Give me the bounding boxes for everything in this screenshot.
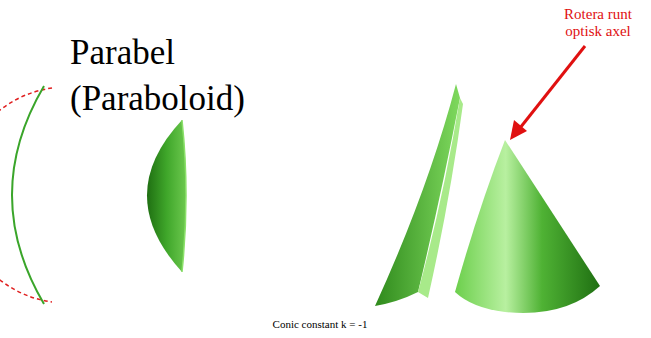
parabola-curve xyxy=(12,86,44,304)
arrow-head xyxy=(510,120,527,140)
paraboloid-shape xyxy=(147,120,186,272)
circle-arc xyxy=(0,88,52,302)
cone-body xyxy=(455,140,600,313)
conic-constant-note: Conic constant k = -1 xyxy=(230,318,410,331)
title: Parabel (Paraboloid) xyxy=(70,30,270,122)
cone-piece-face xyxy=(418,98,463,298)
axis-label: Rotera runt optisk axel xyxy=(552,6,644,40)
leader-arrow xyxy=(520,46,585,128)
paraboloid-rim xyxy=(182,120,186,272)
